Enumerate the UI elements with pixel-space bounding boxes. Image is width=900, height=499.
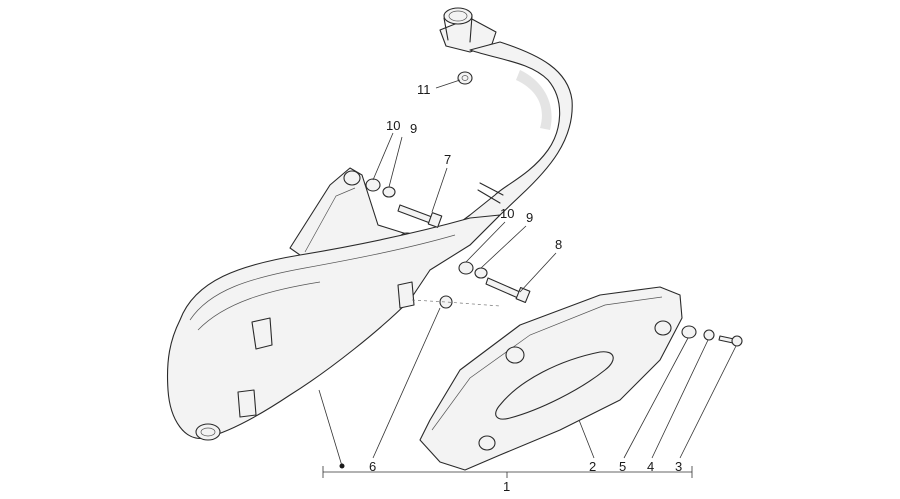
callout-6: 6 (369, 459, 376, 474)
callout-2: 2 (589, 459, 596, 474)
callout-11: 11 (417, 82, 431, 97)
hardware (365, 71, 743, 347)
callout-8: 8 (555, 237, 562, 252)
muffler-body (167, 167, 501, 441)
callout-9a: 9 (410, 121, 417, 136)
heat-shield (419, 286, 683, 471)
callout-4: 4 (647, 459, 654, 474)
callout-3: 3 (675, 459, 682, 474)
callout-5: 5 (619, 459, 626, 474)
callout-9b: 9 (526, 210, 533, 225)
leader-lines (318, 79, 737, 478)
callout-10b: 10 (500, 206, 514, 221)
reference-dot (339, 463, 345, 469)
callout-10a: 10 (386, 118, 400, 133)
callout-7: 7 (444, 152, 451, 167)
callout-1: 1 (503, 479, 510, 494)
callout-labels: 11 10 9 7 10 9 8 6 2 5 4 3 1 (369, 82, 682, 494)
